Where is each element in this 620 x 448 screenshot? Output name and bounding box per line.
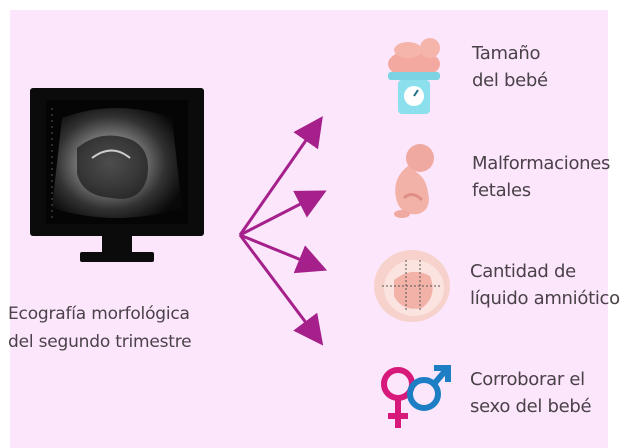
amniotic-fluid-icon — [372, 246, 452, 326]
item-4-text: Corroborar el sexo del bebé — [470, 366, 592, 420]
branching-arrows — [238, 116, 328, 346]
ultrasound-monitor — [22, 78, 212, 278]
item-4-line-1: Corroborar el — [470, 369, 585, 390]
arrow-2 — [239, 190, 327, 237]
arrow-3 — [239, 233, 328, 274]
caption-line-2: del segundo trimestre — [8, 332, 192, 352]
fetus-icon — [382, 138, 446, 222]
item-3-line-2: líquido amniótico — [470, 288, 620, 309]
male-symbol-icon — [407, 365, 451, 411]
item-3-text: Cantidad de líquido amniótico — [470, 258, 620, 312]
item-1-line-2: del bebé — [472, 70, 548, 91]
item-4-line-2: sexo del bebé — [470, 396, 592, 417]
arrow-1 — [238, 116, 323, 236]
item-1-text: Tamaño del bebé — [472, 40, 548, 94]
arrow-4 — [238, 234, 324, 346]
item-1-line-1: Tamaño — [472, 43, 541, 64]
item-3-line-1: Cantidad de — [470, 261, 576, 282]
monitor-caption: Ecografía morfológica del segundo trimes… — [8, 300, 238, 356]
baby-scale-icon — [382, 28, 446, 118]
item-2-text: Malformaciones fetales — [472, 150, 610, 204]
item-2-line-2: fetales — [472, 180, 531, 201]
caption-line-1: Ecografía morfológica — [8, 304, 190, 324]
gender-symbols-icon — [376, 358, 452, 432]
item-2-line-1: Malformaciones — [472, 153, 611, 174]
